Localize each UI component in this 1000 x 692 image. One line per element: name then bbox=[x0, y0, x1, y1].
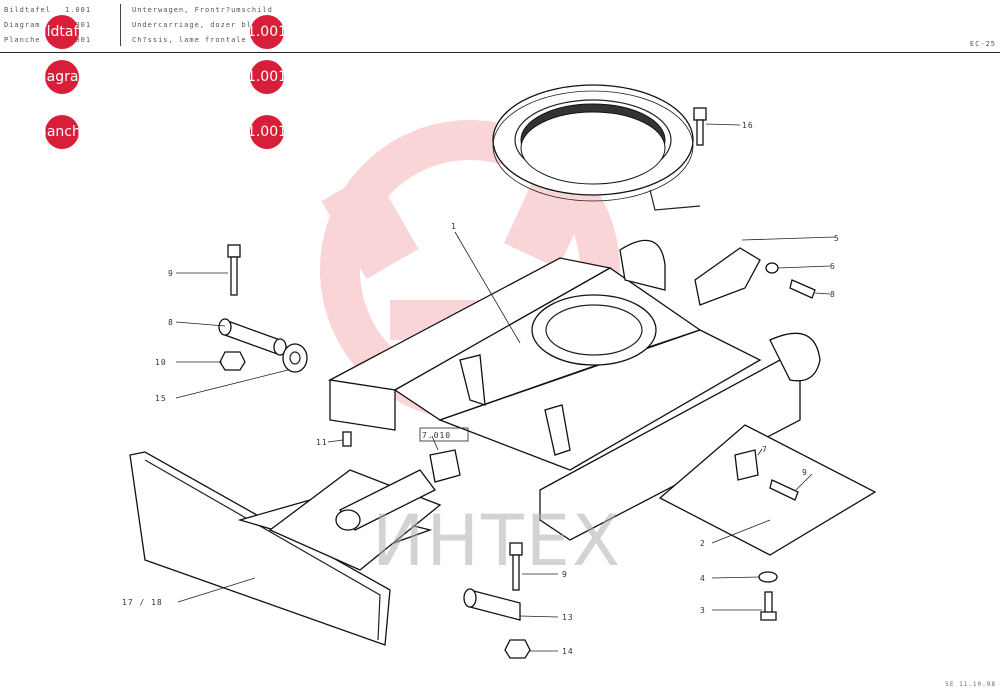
row-value-bildtafel: 1.001 bbox=[65, 6, 92, 14]
bolt-9-left bbox=[227, 244, 241, 296]
callout-4: 4 bbox=[700, 574, 706, 583]
pin-8 bbox=[218, 318, 287, 356]
nut-10 bbox=[219, 351, 246, 371]
washer-15 bbox=[282, 343, 308, 373]
description-de: Unterwagen, Frontr?umschild bbox=[132, 6, 273, 14]
callout-16: 16 bbox=[742, 121, 754, 130]
watermark-text: ИНТЕХ bbox=[372, 500, 622, 582]
footer-date: SE 11.10.98 bbox=[945, 681, 996, 688]
callout-10: 10 bbox=[155, 358, 167, 367]
callout-5: 5 bbox=[834, 234, 840, 243]
callout-7010: 7.010 bbox=[422, 431, 451, 440]
row-label-bildtafel: Bildtafel bbox=[4, 6, 51, 14]
callout-3: 3 bbox=[700, 606, 706, 615]
washer-6 bbox=[765, 262, 779, 274]
plate-2 bbox=[658, 424, 877, 556]
callout-11: 11 bbox=[316, 438, 328, 447]
bolt-9-right bbox=[769, 479, 799, 501]
callout-13: 13 bbox=[562, 613, 574, 622]
grease-nipple-11 bbox=[342, 431, 352, 447]
bolt-9-bottom bbox=[509, 542, 523, 591]
cover-plate-5 bbox=[694, 247, 761, 306]
nut-14 bbox=[504, 639, 531, 659]
undercarriage-frame bbox=[327, 239, 821, 541]
header-rule bbox=[0, 52, 1000, 53]
badge-number-1[interactable]: 1.001 bbox=[250, 15, 284, 49]
callout-9-right: 9 bbox=[802, 468, 808, 477]
callout-2: 2 bbox=[700, 539, 706, 548]
badge-number-2[interactable]: 1.001 bbox=[250, 60, 284, 94]
callout-9-left: 9 bbox=[168, 269, 174, 278]
callout-7: 7 bbox=[762, 445, 768, 454]
callout-6: 6 bbox=[830, 262, 836, 271]
badge-planche[interactable]: Planche bbox=[45, 115, 79, 149]
row-value-planche: 1.001 bbox=[65, 36, 92, 44]
bracket-7 bbox=[734, 449, 759, 481]
bolt-8-right bbox=[789, 279, 816, 299]
callout-14: 14 bbox=[562, 647, 574, 656]
callout-8-right: 8 bbox=[830, 290, 836, 299]
pin-13 bbox=[463, 588, 521, 621]
slewing-ring bbox=[492, 84, 701, 211]
callout-1: 1 bbox=[451, 222, 457, 231]
description-en: Undercarriage, dozer blade bbox=[132, 21, 268, 29]
row-label-planche: Planche bbox=[4, 36, 41, 44]
callout-box-7010 bbox=[419, 427, 469, 442]
bolt-3 bbox=[760, 591, 777, 621]
badge-diagram[interactable]: Diagram bbox=[45, 60, 79, 94]
callout-8-left: 8 bbox=[168, 318, 174, 327]
description-fr: Ch?ssis, lame frontale bbox=[132, 36, 247, 44]
callout-17-18: 17 / 18 bbox=[122, 598, 163, 607]
bolt-16 bbox=[693, 107, 707, 146]
badge-bildtafel[interactable]: Bildtafel bbox=[45, 15, 79, 49]
badge-number-3[interactable]: 1.001 bbox=[250, 115, 284, 149]
header-separator bbox=[120, 4, 121, 46]
callout-15: 15 bbox=[155, 394, 167, 403]
leader-lines bbox=[175, 123, 836, 652]
model-number: EC-25 bbox=[969, 40, 996, 48]
washer-4 bbox=[758, 571, 778, 583]
callout-9-bottom: 9 bbox=[562, 570, 568, 579]
row-label-diagram: Diagram bbox=[4, 21, 41, 29]
blade-cylinder bbox=[335, 449, 461, 531]
